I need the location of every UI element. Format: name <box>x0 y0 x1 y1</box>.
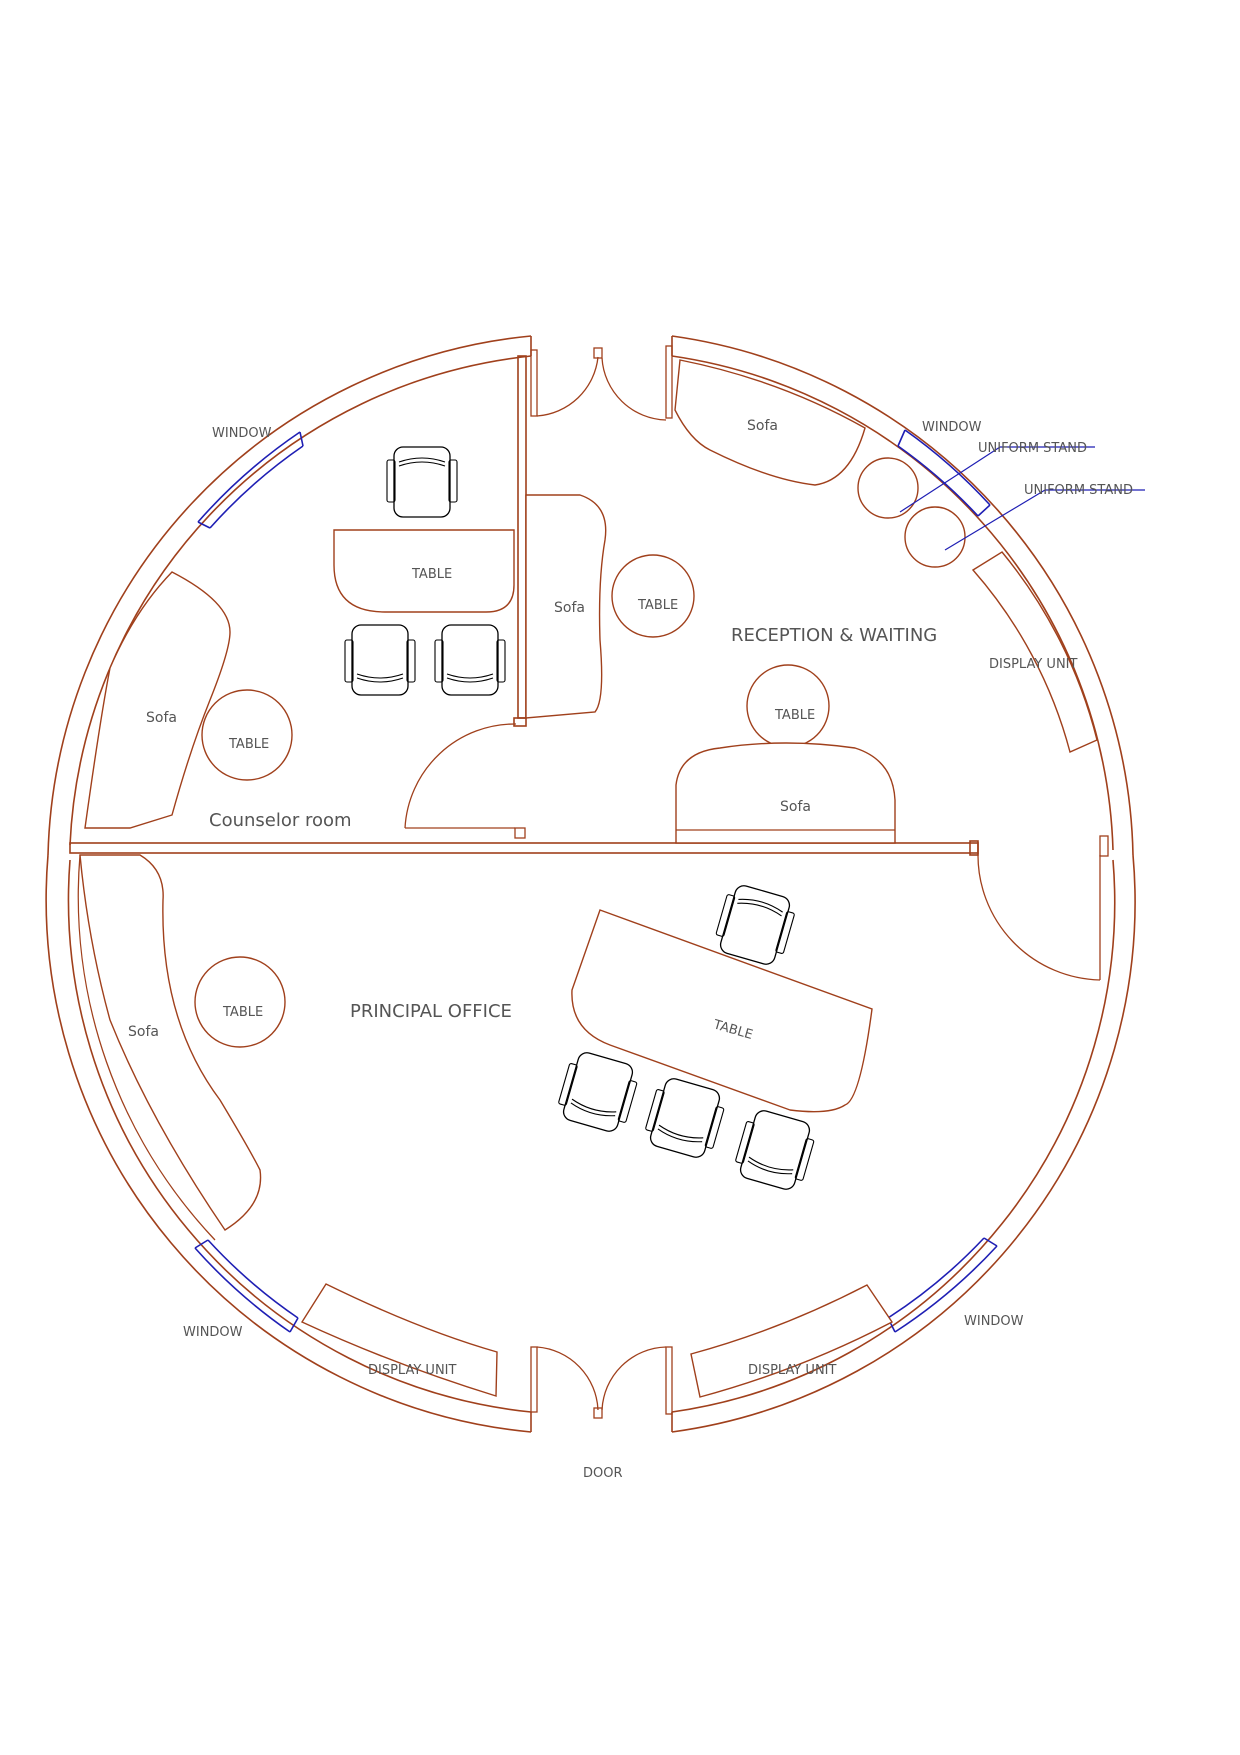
divider-wall-horizontal <box>69 842 979 854</box>
window-top-left-jamb-2 <box>197 521 211 529</box>
window-bottom-right-line-inner <box>887 1237 985 1319</box>
label-window-bottom-right: WINDOW <box>964 1314 1024 1329</box>
chair-principal-bottom-3 <box>735 1110 815 1190</box>
labels: WINDOW WINDOW WINDOW WINDOW UNIFORM STAN… <box>128 418 1133 1481</box>
window-top-right-jamb-2 <box>977 504 991 517</box>
label-uniform-stand-2: UNIFORM STAND <box>1024 483 1133 498</box>
label-door: DOOR <box>583 1466 623 1481</box>
reception-round-table-1 <box>611 554 695 638</box>
top-door-swing-left <box>536 356 599 417</box>
label-display-unit-bottom-right: DISPLAY UNIT <box>748 1363 837 1378</box>
room-principal: PRINCIPAL OFFICE <box>350 1001 512 1022</box>
label-window-top-right: WINDOW <box>922 420 982 435</box>
window-top-right-jamb-1 <box>897 429 906 447</box>
room-counselor: Counselor room <box>209 810 352 831</box>
counselor-sofa <box>84 571 231 829</box>
divider-wall-vertical <box>517 355 527 719</box>
label-display-unit-bottom-left: DISPLAY UNIT <box>368 1363 457 1378</box>
bottom-door-leaf-right <box>665 1346 673 1415</box>
label-principal-sofa: Sofa <box>128 1024 159 1040</box>
bottom-door-swing-left <box>536 1346 599 1411</box>
chairs <box>344 446 815 1190</box>
label-reception-sofa-center: Sofa <box>780 799 811 815</box>
counselor-round-table <box>201 689 293 781</box>
display-unit-bottom-left <box>300 1283 498 1397</box>
uniform-stand-leaders <box>899 446 1145 551</box>
label-counselor-desk: TABLE <box>411 567 452 582</box>
window-bottom-right-line <box>894 1245 998 1333</box>
uniform-stand-leader-2 <box>944 489 1046 551</box>
room-reception: RECEPTION & WAITING <box>731 625 937 646</box>
label-uniform-stand-1: UNIFORM STAND <box>978 441 1087 456</box>
reception-sofa-top <box>674 359 866 486</box>
top-door-jamb <box>593 347 603 359</box>
principal-round-table <box>194 956 286 1048</box>
chair-counselor-top <box>386 446 458 518</box>
top-door-leaf-right <box>665 345 673 419</box>
uniform-stand-leader-1 <box>899 446 1001 513</box>
outer-wall-top-left <box>47 335 532 856</box>
chair-principal-top <box>715 885 795 965</box>
outer-wall-bottom-left <box>45 854 532 1433</box>
window-bottom-left-line <box>194 1247 291 1333</box>
window-bottom-left-line-inner <box>207 1239 299 1319</box>
window-top-right-line <box>904 429 991 506</box>
label-counselor-round-table: TABLE <box>228 737 269 752</box>
label-display-unit-right: DISPLAY UNIT <box>989 657 1078 672</box>
chair-counselor-bottom-2 <box>434 624 506 696</box>
window-top-right-line-inner <box>897 445 979 517</box>
principal-door-swing <box>977 852 1101 981</box>
window-bottom-right-jamb-2 <box>983 1237 998 1247</box>
divider-wall-end <box>969 840 979 856</box>
furniture <box>79 359 1098 1398</box>
top-door-leaf <box>530 349 538 417</box>
bottom-door-swing-right <box>601 1346 667 1411</box>
outer-wall-top-right <box>671 335 1134 856</box>
reception-sofa-center <box>675 742 896 844</box>
window-bottom-left-jamb-2 <box>289 1317 299 1333</box>
window-top-left-line <box>197 431 301 523</box>
window-top-left-jamb-1 <box>299 431 304 447</box>
left-inner-arc <box>77 854 216 1241</box>
label-reception-sofa-left: Sofa <box>554 600 585 616</box>
principal-sofa <box>79 854 262 1231</box>
reception-round-table-2 <box>746 664 830 748</box>
inner-wall-top-left <box>69 355 532 846</box>
label-counselor-sofa: Sofa <box>146 710 177 726</box>
bottom-door-jamb <box>593 1407 603 1419</box>
uniform-stand-1 <box>857 457 919 519</box>
chair-principal-bottom-1 <box>558 1052 638 1132</box>
divider-wall-vertical-end <box>513 717 527 727</box>
inner-wall-top-right <box>671 355 1114 851</box>
windows <box>194 429 998 1333</box>
window-top-left-line-inner <box>209 445 304 529</box>
label-principal-round-table: TABLE <box>222 1005 263 1020</box>
outer-wall-bottom-right <box>671 854 1136 1433</box>
display-unit-right <box>971 551 1098 753</box>
chair-counselor-bottom-1 <box>344 624 416 696</box>
label-window-top-left: WINDOW <box>212 426 272 441</box>
uniform-stand-2 <box>904 506 966 568</box>
counselor-door-swing <box>404 723 517 829</box>
counselor-desk <box>333 529 515 613</box>
inner-wall-bottom-left <box>67 859 532 1413</box>
label-reception-sofa-top: Sofa <box>747 418 778 434</box>
display-unit-bottom-right <box>690 1284 894 1398</box>
principal-door-jamb <box>1099 835 1109 857</box>
label-reception-table-2: TABLE <box>774 708 815 723</box>
label-reception-table-1: TABLE <box>637 598 678 613</box>
top-door-swing-right <box>601 357 667 421</box>
outer-walls <box>45 335 1136 1433</box>
window-bottom-left-jamb-1 <box>194 1239 209 1249</box>
bottom-door-leaf-left <box>530 1346 538 1413</box>
label-window-bottom-left: WINDOW <box>183 1325 243 1340</box>
chair-principal-bottom-2 <box>645 1078 725 1158</box>
principal-desk <box>571 909 873 1113</box>
counselor-door-jamb <box>514 827 526 839</box>
doors <box>404 345 1109 1419</box>
inner-wall-bottom-right <box>671 859 1116 1413</box>
reception-sofa-left <box>525 494 607 719</box>
